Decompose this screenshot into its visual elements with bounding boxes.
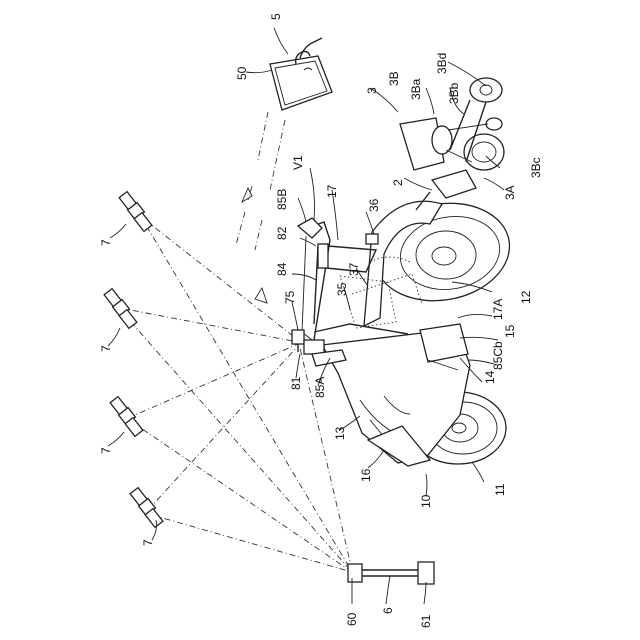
label-14: 14 [483,370,497,384]
label-5: 5 [269,13,283,20]
label-15: 15 [503,324,517,338]
label-35: 35 [335,282,349,296]
label-10: 10 [419,494,433,508]
label-V1: V1 [291,155,305,170]
satellite-7a [119,192,152,232]
label-3B: 3B [387,71,401,86]
label-17A: 17A [491,299,505,320]
label-3: 3 [365,87,379,94]
label-36: 36 [367,198,381,212]
label-17: 17 [325,184,339,198]
satellite-7d [130,488,163,528]
label-12: 12 [519,290,533,304]
mobile-terminal [270,38,332,110]
label-50: 50 [235,66,249,80]
label-3Bc: 3Bc [529,157,543,178]
label-82: 82 [275,226,289,240]
label-7-satellite-d: 7 [141,539,155,546]
label-3Bb: 3Bb [447,82,461,104]
label-3Bd: 3Bd [435,53,449,74]
label-61: 61 [419,614,433,628]
label-84: 84 [275,262,289,276]
label-60: 60 [345,612,359,626]
label-75: 75 [283,290,297,304]
label-11: 11 [493,483,507,496]
label-7-satellite-c: 7 [99,447,113,454]
label-16: 16 [359,468,373,482]
leader-lines [108,28,504,604]
reference-labels: 5 50 3 3B 3Ba 3Bd 3Bb 3Bc 3A 2 V1 85B 82… [99,13,543,628]
label-3Ba: 3Ba [409,78,423,100]
label-81: 81 [289,376,303,390]
base-station [348,562,434,584]
satellite-7b [104,289,137,329]
label-13: 13 [333,426,347,440]
label-85B: 85B [275,189,289,210]
label-2: 2 [391,179,405,186]
label-37: 37 [347,262,361,276]
label-6: 6 [381,607,395,614]
satellite-7c [110,397,143,437]
label-7-satellite-b: 7 [99,345,113,352]
label-7-satellite-a: 7 [99,239,113,246]
label-3A: 3A [503,185,517,200]
tractor [292,78,517,466]
label-85A: 85A [313,377,327,398]
label-85Cb: 85Cb [491,341,505,370]
